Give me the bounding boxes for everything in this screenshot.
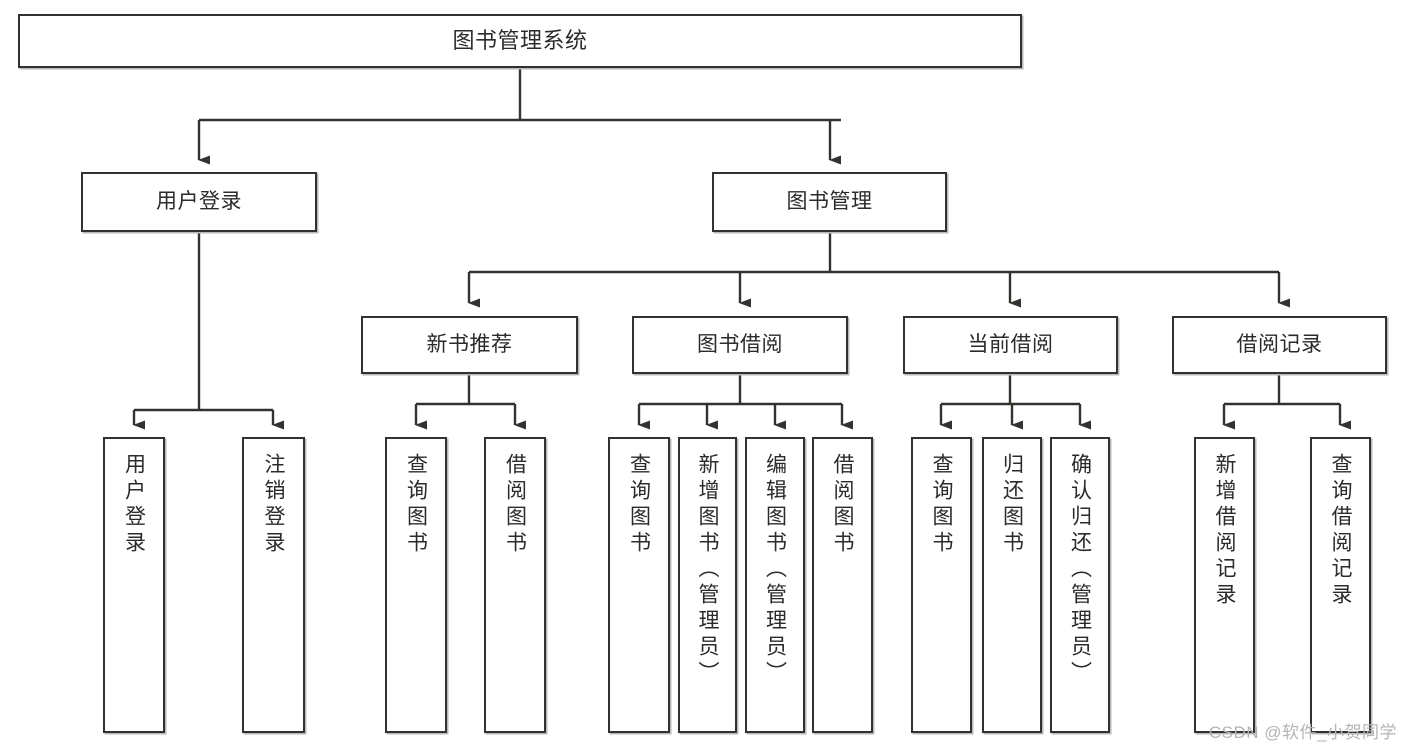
node-borrow-record[interactable]: 借阅记录 — [1172, 316, 1387, 374]
leaf-record-query-record-label: 查询借阅记录 — [1329, 453, 1352, 609]
leaf-current-return-book-label: 归还图书 — [1000, 453, 1024, 557]
node-book-management-label: 图书管理 — [786, 189, 873, 213]
leaf-borrow-lend-book[interactable]: 借阅图书 — [812, 437, 873, 733]
leaf-borrow-query-book[interactable]: 查询图书 — [608, 437, 670, 733]
leaf-newbook-query-book[interactable]: 查询图书 — [385, 437, 447, 733]
leaf-current-query-book-label: 查询图书 — [930, 453, 953, 557]
leaf-newbook-borrow-book-label: 借阅图书 — [503, 453, 527, 557]
node-new-book-recommend[interactable]: 新书推荐 — [361, 316, 578, 374]
node-book-management[interactable]: 图书管理 — [712, 172, 947, 232]
node-new-book-recommend-label: 新书推荐 — [426, 332, 513, 356]
node-user-login-label: 用户登录 — [156, 189, 242, 213]
leaf-user-login-label: 用户登录 — [122, 453, 146, 557]
node-book-borrow-label: 图书借阅 — [697, 332, 783, 356]
leaf-record-add-record[interactable]: 新增借阅记录 — [1194, 437, 1255, 733]
node-book-borrow[interactable]: 图书借阅 — [632, 316, 848, 374]
node-current-borrow[interactable]: 当前借阅 — [903, 316, 1118, 374]
leaf-current-query-book[interactable]: 查询图书 — [911, 437, 972, 733]
leaf-current-confirm-return-admin-label: 确认归还（管理员） — [1068, 453, 1092, 687]
leaf-record-add-record-label: 新增借阅记录 — [1213, 453, 1236, 609]
leaf-borrow-query-book-label: 查询图书 — [627, 453, 651, 557]
node-user-login[interactable]: 用户登录 — [81, 172, 317, 232]
leaf-borrow-edit-book-admin-label: 编辑图书（管理员） — [763, 453, 787, 687]
node-root[interactable]: 图书管理系统 — [18, 14, 1022, 68]
leaf-current-return-book[interactable]: 归还图书 — [982, 437, 1042, 733]
leaf-record-query-record[interactable]: 查询借阅记录 — [1310, 437, 1371, 733]
watermark: CSDN @软件_小贺同学 — [1208, 723, 1397, 742]
leaf-borrow-add-book-admin[interactable]: 新增图书（管理员） — [678, 437, 737, 733]
leaf-newbook-query-book-label: 查询图书 — [404, 453, 428, 557]
leaf-borrow-edit-book-admin[interactable]: 编辑图书（管理员） — [745, 437, 805, 733]
leaf-user-login[interactable]: 用户登录 — [103, 437, 165, 733]
leaf-borrow-lend-book-label: 借阅图书 — [831, 453, 854, 557]
leaf-newbook-borrow-book[interactable]: 借阅图书 — [484, 437, 546, 733]
node-current-borrow-label: 当前借阅 — [967, 332, 1054, 356]
leaf-borrow-add-book-admin-label: 新增图书（管理员） — [696, 453, 719, 687]
node-borrow-record-label: 借阅记录 — [1236, 332, 1323, 356]
leaf-current-confirm-return-admin[interactable]: 确认归还（管理员） — [1050, 437, 1110, 733]
leaf-user-logout-label: 注销登录 — [262, 453, 285, 557]
node-root-label: 图书管理系统 — [452, 28, 588, 54]
leaf-user-logout[interactable]: 注销登录 — [242, 437, 305, 733]
